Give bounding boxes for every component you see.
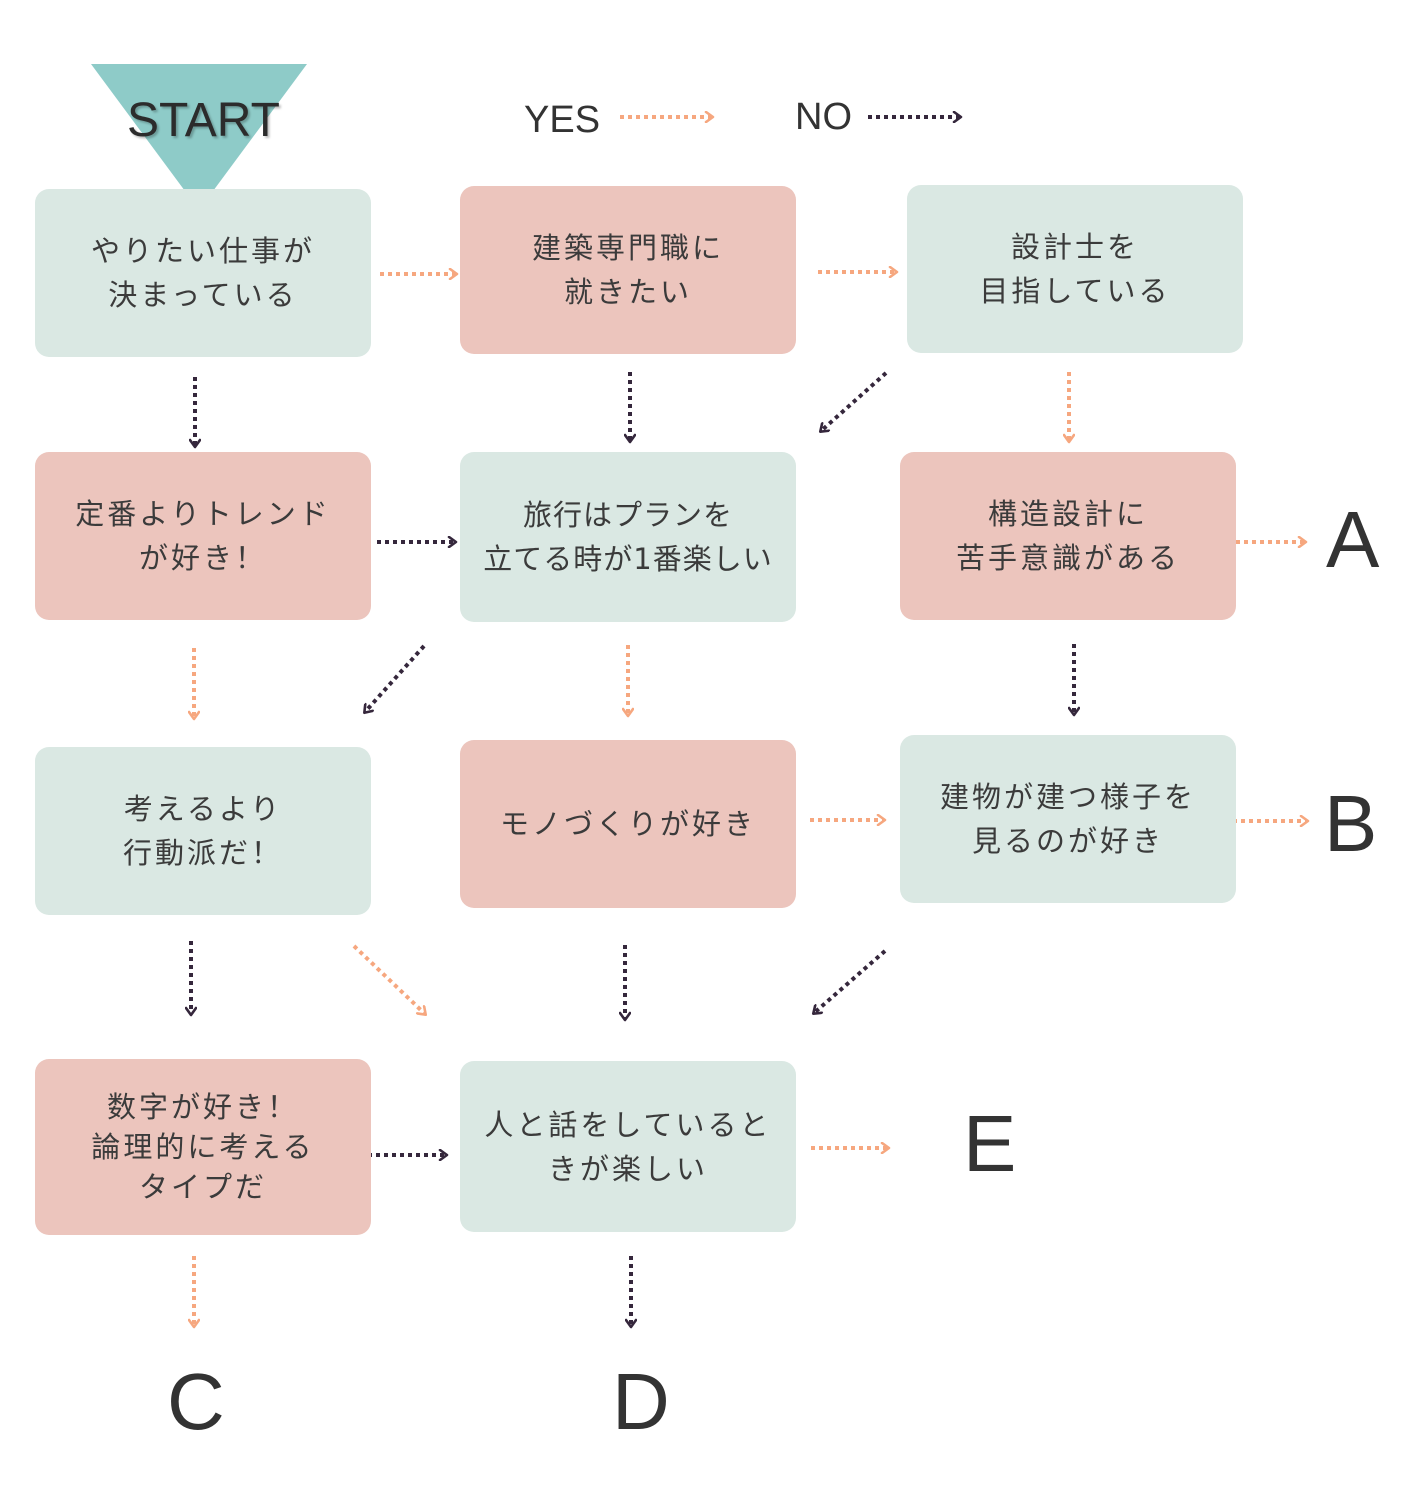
start-label: START bbox=[127, 94, 280, 147]
question-text-q4: 定番よりトレンド が好き！ bbox=[75, 497, 331, 575]
question-box-q8: モノづくりが好き bbox=[460, 740, 796, 908]
question-text-q5: 旅行はプランを 立てる時が1番楽しい bbox=[483, 498, 773, 576]
question-box-q11: 人と話をしていると きが楽しい bbox=[460, 1061, 796, 1232]
arrow-q5-q7-no bbox=[365, 644, 426, 712]
question-text-q6: 構造設計に 苦手意識がある bbox=[955, 497, 1180, 575]
result-c: C bbox=[167, 1357, 225, 1446]
legend-no-label: NO bbox=[795, 96, 852, 138]
question-text-q11: 人と話をしていると きが楽しい bbox=[484, 1107, 772, 1186]
arrow-q7-q11-yes bbox=[352, 944, 425, 1014]
question-box-q4: 定番よりトレンド が好き！ bbox=[35, 452, 371, 620]
question-box-q5: 旅行はプランを 立てる時が1番楽しい bbox=[460, 452, 796, 622]
question-text-q3: 設計士を 目指している bbox=[979, 230, 1171, 308]
question-text-q2: 建築専門職に 就きたい bbox=[531, 231, 724, 309]
result-b: B bbox=[1324, 779, 1378, 868]
question-text-q9: 建物が建つ様子を 見るのが好き bbox=[939, 780, 1196, 858]
result-a: A bbox=[1326, 495, 1380, 584]
result-d: D bbox=[612, 1357, 670, 1446]
arrow-q3-q5-no bbox=[821, 371, 888, 431]
arrow-q9-q11-no bbox=[814, 949, 887, 1013]
question-box-q9: 建物が建つ様子を 見るのが好き bbox=[900, 735, 1236, 903]
question-box-q10: 数字が好き！ 論理的に考える タイプだ bbox=[35, 1059, 371, 1235]
question-text-q7: 考えるより 行動派だ！ bbox=[122, 792, 283, 870]
legend-yes-label: YES bbox=[524, 99, 601, 141]
question-box-q1: やりたい仕事が 決まっている bbox=[35, 189, 371, 357]
question-text-q1: やりたい仕事が 決まっている bbox=[90, 234, 315, 312]
question-text-q10: 数字が好き！ 論理的に考える タイプだ bbox=[91, 1090, 315, 1204]
question-box-q7: 考えるより 行動派だ！ bbox=[35, 747, 371, 915]
question-box-q2: 建築専門職に 就きたい bbox=[460, 186, 796, 354]
result-e: E bbox=[963, 1099, 1017, 1188]
question-box-q6: 構造設計に 苦手意識がある bbox=[900, 452, 1236, 620]
question-text-q8: モノづくりが好き bbox=[499, 807, 756, 841]
question-box-q3: 設計士を 目指している bbox=[907, 185, 1243, 353]
